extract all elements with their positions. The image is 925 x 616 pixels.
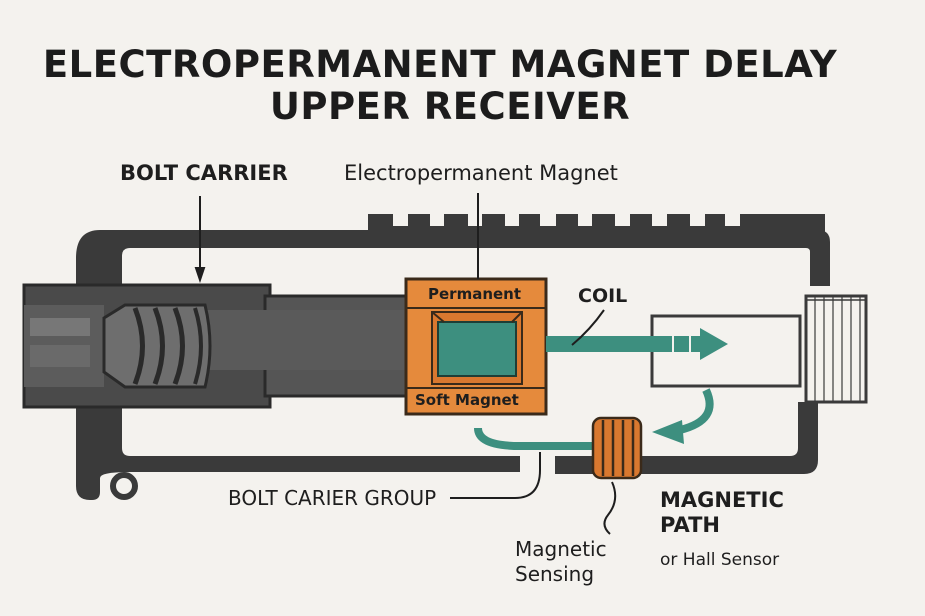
diagram-title-line1: ELECTROPERMANENT MAGNET DELAY (42, 43, 838, 86)
coil (591, 416, 643, 480)
label-permanent: Permanent (428, 285, 522, 303)
leader-lines (194, 193, 617, 535)
diagram-title-line2: UPPER RECEIVER (269, 85, 631, 128)
label-magnetic-path: MAGNETIC PATH (660, 488, 784, 538)
electropermanent-magnet-block (404, 277, 548, 416)
flux-path (474, 328, 728, 450)
lower-flux-path (474, 427, 600, 450)
label-hall-sensor: or Hall Sensor (660, 550, 780, 570)
barrel-threads (804, 294, 868, 404)
label-soft-magnet: Soft Magnet (415, 391, 519, 409)
label-magnetic-sensing: Magnetic Sensing (515, 537, 607, 586)
label-coil: COIL (578, 285, 628, 307)
label-bolt-carrier: BOLT CARRIER (120, 161, 288, 185)
label-electropermanent-magnet: Electropermanent Magnet (344, 161, 618, 185)
bolt-carrier (22, 283, 412, 409)
return-flux-arrow (678, 388, 714, 434)
label-bolt-carrier-group: BOLT CARIER GROUP (228, 486, 437, 510)
